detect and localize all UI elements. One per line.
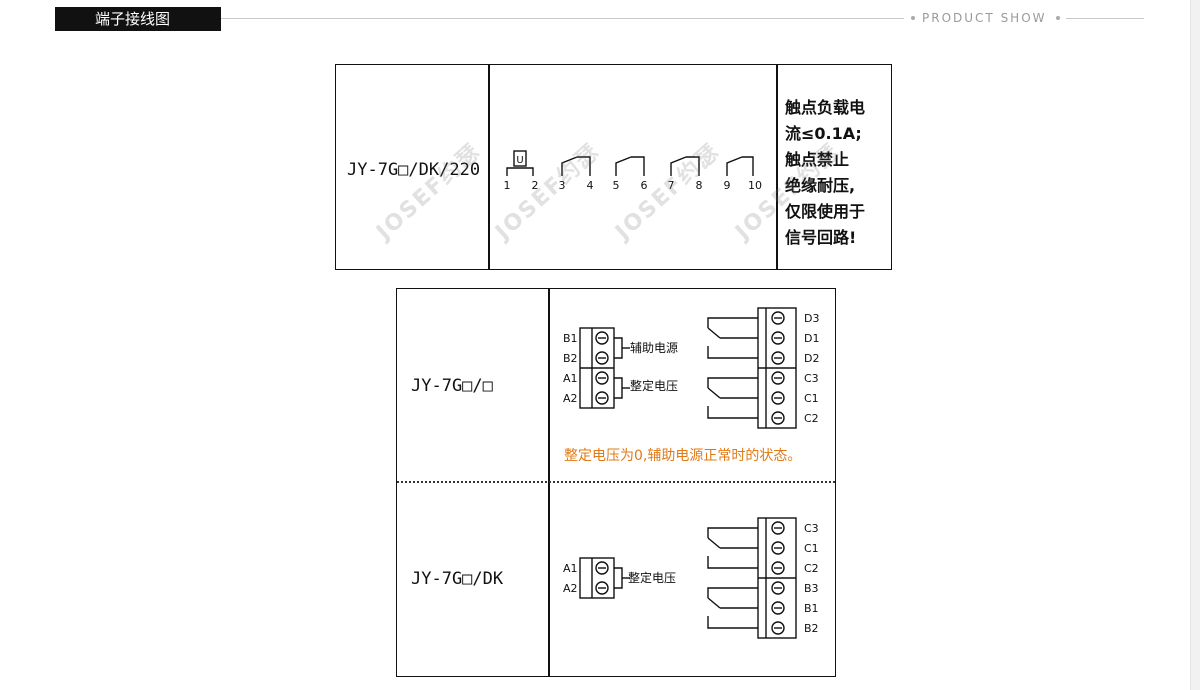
vertical-scrollbar[interactable] xyxy=(1190,0,1200,690)
header-divider-right xyxy=(1066,18,1144,19)
header-dot-right xyxy=(1056,16,1060,20)
note-line: 仅限使用于 xyxy=(785,202,866,221)
table2-row2-model: JY-7G□/DK xyxy=(411,569,504,589)
header-dot-left xyxy=(911,16,915,20)
wiring-table-1 xyxy=(335,64,892,270)
note-line: 信号回路! xyxy=(785,228,857,247)
table2-row1-model: JY-7G□/□ xyxy=(411,376,493,396)
section-title: 端子接线图 xyxy=(55,7,221,31)
table1-divider-1 xyxy=(488,64,490,270)
table1-divider-2 xyxy=(776,64,778,270)
wiring-table-2 xyxy=(396,288,836,677)
table1-model: JY-7G□/DK/220 xyxy=(347,160,481,180)
status-note: 整定电压为0,辅助电源正常时的状态。 xyxy=(564,448,802,464)
contact-load-note: 触点负载电 流≤0.1A; 触点禁止 绝缘耐压, 仅限使用于 信号回路! xyxy=(785,95,885,251)
note-line: 流≤0.1A; xyxy=(785,124,862,143)
row-separator xyxy=(397,481,835,483)
note-line: 触点负载电 xyxy=(785,98,866,117)
product-show-label: PRODUCT SHOW xyxy=(922,11,1047,25)
note-line: 触点禁止 xyxy=(785,150,850,169)
header-divider xyxy=(221,18,904,19)
note-line: 绝缘耐压, xyxy=(785,176,856,195)
